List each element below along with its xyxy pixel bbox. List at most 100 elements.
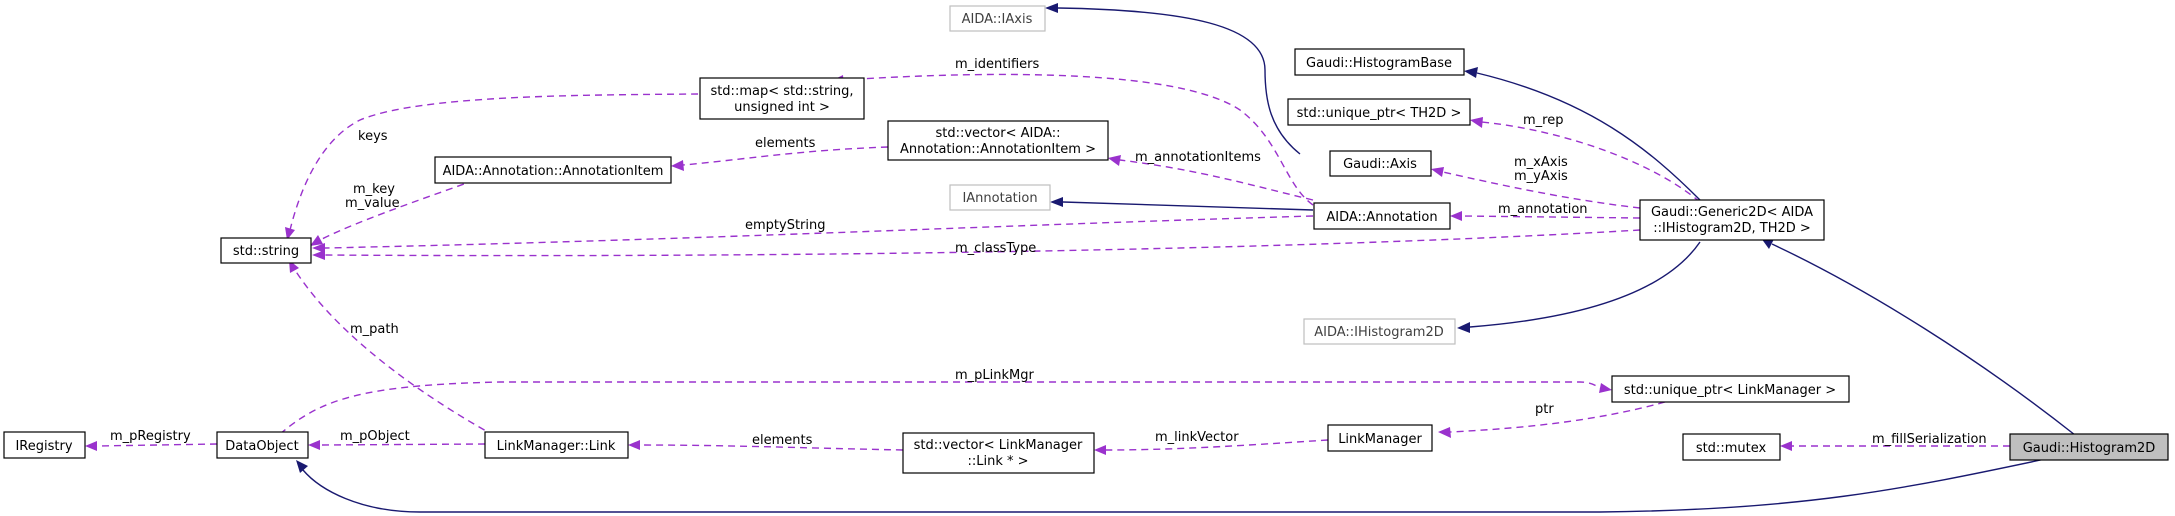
edge-pobject	[319, 443, 486, 446]
arrowhead-aida-annotation	[1450, 211, 1462, 221]
edge-keys	[289, 93, 699, 231]
node-gaudi-generic2d[interactable]: Gaudi::Generic2D< AIDA ::IHistogram2D, T…	[1639, 199, 1825, 241]
label-m-class-type: m_classType	[955, 241, 1036, 256]
edge-histogram2d-to-dataobject	[302, 457, 2051, 513]
label-m-plinkmgr: m_pLinkMgr	[955, 368, 1035, 383]
node-label-line2: Annotation::AnnotationItem >	[900, 142, 1096, 157]
node-std-mutex[interactable]: std::mutex	[1682, 433, 1781, 461]
node-aida-ihistogram2d[interactable]: AIDA::IHistogram2D	[1303, 318, 1456, 345]
arrowhead-unique-ptr-th2d	[1470, 117, 1483, 128]
arrowhead-string-empty	[312, 243, 325, 253]
edge-ptr	[1449, 401, 1666, 433]
arrowhead-iaxis	[1045, 3, 1058, 13]
label-m-pregistry: m_pRegistry	[110, 429, 191, 444]
node-label-line1: std::vector< LinkManager	[914, 438, 1083, 453]
arrowhead-generic2d	[1761, 238, 1774, 249]
node-label-line2: unsigned int >	[734, 100, 830, 115]
node-label-line2: ::IHistogram2D, TH2D >	[1653, 221, 1811, 236]
label-m-pobject: m_pObject	[340, 429, 410, 444]
edge-link-vector	[1105, 439, 1329, 451]
edge-annotation	[1461, 215, 1641, 219]
arrowhead-unique-ptr-linkmgr	[1599, 383, 1612, 393]
label-elements-link: elements	[752, 433, 813, 448]
node-label: IRegistry	[15, 439, 72, 454]
arrowhead-dataobject	[296, 460, 308, 473]
node-label: Gaudi::HistogramBase	[1306, 56, 1452, 71]
edge-plinkmgr	[279, 381, 1601, 435]
label-m-identifiers: m_identifiers	[955, 57, 1040, 72]
arrowhead-vector-link	[1094, 445, 1106, 455]
edge-pregistry	[96, 443, 218, 447]
label-m-annotation: m_annotation	[1498, 202, 1588, 217]
arrowhead-vector-annotation	[1108, 155, 1121, 166]
node-label-line2: ::Link * >	[967, 454, 1028, 469]
node-label: Gaudi::Histogram2D	[2023, 441, 2156, 456]
edge-labels: m_identifiers keys elements m_annotation…	[110, 57, 1987, 448]
arrowhead-linkmanager-link	[628, 440, 640, 450]
edge-annotation-to-iannotation	[1062, 201, 1314, 211]
node-dataobject[interactable]: DataObject	[216, 431, 309, 459]
edge-empty-string	[324, 215, 1314, 249]
edge-class-type	[324, 229, 1641, 257]
edge-rep	[1481, 121, 1701, 203]
arrowhead-iannotation	[1050, 197, 1063, 207]
label-m-path: m_path	[350, 322, 399, 337]
node-vector-link[interactable]: std::vector< LinkManager ::Link * >	[902, 432, 1095, 474]
node-label-line1: Gaudi::Generic2D< AIDA	[1651, 205, 1813, 220]
label-m-rep: m_rep	[1523, 113, 1563, 128]
node-label: LinkManager	[1338, 432, 1422, 447]
node-iannotation[interactable]: IAnnotation	[949, 184, 1051, 211]
node-vector-annotation-item[interactable]: std::vector< AIDA:: Annotation::Annotati…	[887, 120, 1109, 161]
node-unique-ptr-linkmanager[interactable]: std::unique_ptr< LinkManager >	[1611, 375, 1850, 403]
node-label: std::unique_ptr< LinkManager >	[1624, 383, 1836, 398]
node-label: std::string	[233, 244, 299, 259]
arrowhead-gaudi-axis	[1431, 167, 1444, 177]
node-label: std::unique_ptr< TH2D >	[1297, 106, 1462, 121]
label-elements-annotation: elements	[755, 136, 816, 151]
edge-elements-link	[639, 444, 904, 451]
node-label: Gaudi::Axis	[1343, 157, 1417, 172]
label-m-yaxis: m_yAxis	[1514, 169, 1568, 184]
node-label-line1: std::vector< AIDA::	[935, 126, 1060, 141]
node-std-string[interactable]: std::string	[220, 237, 312, 264]
arrowhead-std-mutex	[1780, 441, 1792, 451]
label-m-annotation-items: m_annotationItems	[1135, 150, 1261, 165]
label-m-link-vector: m_linkVector	[1155, 430, 1239, 445]
node-label: LinkManager::Link	[497, 439, 616, 454]
edge-annotation-items	[1119, 159, 1314, 201]
node-aida-iaxis[interactable]: AIDA::IAxis	[949, 5, 1046, 32]
edge-key-value	[319, 179, 476, 241]
node-iregistry[interactable]: IRegistry	[3, 431, 86, 459]
label-m-key: m_key	[353, 182, 395, 197]
node-label: std::mutex	[1696, 441, 1767, 456]
label-m-fill-serialization: m_fillSerialization	[1872, 432, 1987, 447]
edge-axis	[1442, 171, 1641, 209]
arrowhead-string-classtype	[312, 250, 325, 260]
node-linkmanager-link[interactable]: LinkManager::Link	[484, 431, 629, 459]
node-label-line1: std::map< std::string,	[710, 84, 853, 99]
label-m-value: m_value	[345, 196, 400, 211]
label-ptr: ptr	[1535, 402, 1554, 417]
node-label: IAnnotation	[962, 191, 1037, 206]
node-gaudi-histogram2d[interactable]: Gaudi::Histogram2D	[2009, 433, 2169, 461]
edge-path	[294, 269, 496, 437]
node-gaudi-axis[interactable]: Gaudi::Axis	[1329, 150, 1432, 177]
node-unique-ptr-th2d[interactable]: std::unique_ptr< TH2D >	[1287, 98, 1471, 126]
node-label: AIDA::Annotation::AnnotationItem	[443, 164, 664, 179]
arrowhead-annotationitem	[671, 160, 684, 171]
label-keys: keys	[358, 129, 388, 144]
label-empty-string: emptyString	[745, 218, 826, 233]
node-annotation-item[interactable]: AIDA::Annotation::AnnotationItem	[434, 156, 672, 184]
arrowhead-histogrambase	[1464, 67, 1478, 78]
arrowhead-ihistogram2d	[1457, 322, 1470, 333]
inheritance-edges	[296, 3, 2076, 513]
arrowhead-linkmanager	[1438, 427, 1451, 438]
node-linkmanager[interactable]: LinkManager	[1327, 424, 1433, 452]
node-gaudi-histogrambase[interactable]: Gaudi::HistogramBase	[1294, 48, 1465, 76]
arrowhead-string-keyvalue	[310, 235, 323, 246]
node-std-map[interactable]: std::map< std::string, unsigned int >	[699, 77, 865, 120]
edge-axis-to-iaxis	[1057, 7, 1301, 155]
node-aida-annotation[interactable]: AIDA::Annotation	[1313, 202, 1451, 230]
edge-generic2d-to-ihistogram2d	[1469, 241, 1701, 328]
